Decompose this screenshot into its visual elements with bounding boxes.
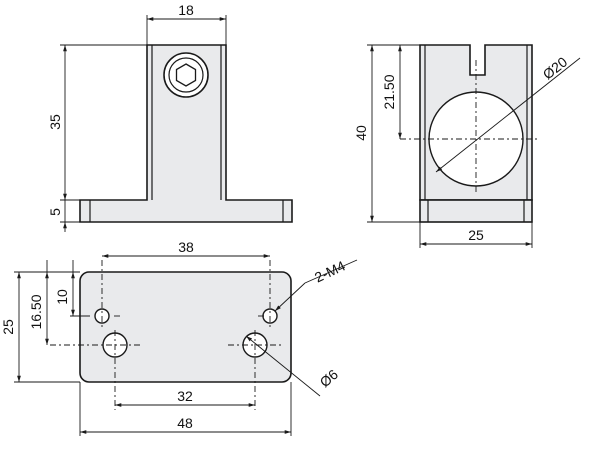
dim-10-label: 10 xyxy=(54,289,70,305)
dim-d20-leader xyxy=(435,57,581,173)
dim-25-top-label: 25 xyxy=(0,319,16,335)
dim-16-50-label: 16.50 xyxy=(28,294,44,329)
front-view-body xyxy=(79,44,293,223)
side-view: 40 21.50 Ø20 25 xyxy=(353,44,581,248)
hex-socket-icon xyxy=(175,63,197,87)
dim-25-side-label: 25 xyxy=(468,227,484,243)
dim-d6-label: Ø6 xyxy=(316,366,341,390)
dim-5-label: 5 xyxy=(47,208,63,216)
dim-d6-leader xyxy=(245,335,321,397)
dim-32-label: 32 xyxy=(177,388,193,404)
screw-inner-ring xyxy=(168,57,204,93)
top-view: 38 2-M4 25 16.50 10 Ø6 32 48 xyxy=(0,239,358,436)
dim-m4-label: 2-M4 xyxy=(312,257,348,285)
dim-38-label: 38 xyxy=(178,239,194,255)
side-view-base xyxy=(419,199,533,223)
dim-m4-leader xyxy=(274,282,306,312)
top-view-plate xyxy=(79,271,292,383)
dim-18-label: 18 xyxy=(178,2,194,18)
dim-48-label: 48 xyxy=(177,415,193,431)
dim-m4-leader-ext xyxy=(304,259,358,284)
dim-40-label: 40 xyxy=(353,125,369,141)
dim-21-50-label: 21.50 xyxy=(381,74,397,109)
front-view: 18 35 5 xyxy=(47,2,293,232)
dim-35-label: 35 xyxy=(47,114,63,130)
